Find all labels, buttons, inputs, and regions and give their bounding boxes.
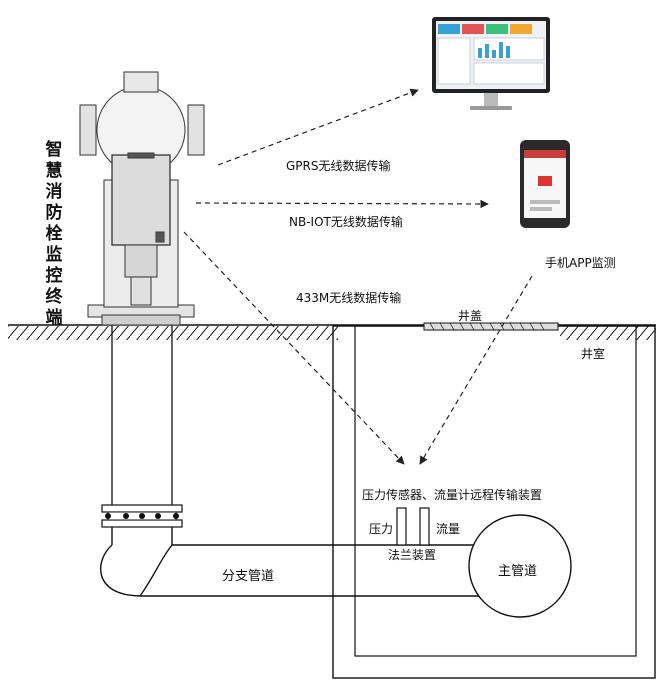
flange-device — [396, 507, 430, 546]
gprs-arrow — [217, 88, 419, 166]
nbiot-arrow — [195, 199, 489, 209]
m433-arrow — [183, 231, 405, 465]
pressure-label: 压力 — [369, 522, 394, 536]
main-pipe — [468, 514, 572, 618]
transmission-arrows — [183, 88, 533, 465]
ground-surface — [8, 324, 656, 340]
phone-label: 手机APP监测 — [545, 256, 616, 270]
phone-arrow — [419, 275, 533, 465]
monitor-device — [432, 17, 550, 110]
m433-label: 433M无线数据传输 — [296, 291, 402, 305]
branch-pipe-label: 分支管道 — [222, 569, 275, 584]
well-room-label: 井室 — [581, 347, 606, 361]
hydrant-title: 智慧消防栓监控终端 — [45, 140, 63, 328]
riser-flange — [101, 504, 183, 528]
flange-label: 法兰装置 — [388, 548, 437, 562]
nbiot-label: NB-IOT无线数据传输 — [289, 215, 403, 229]
device-label: 压力传感器、流量计远程传输装置 — [362, 488, 543, 502]
main-pipe-label: 主管道 — [498, 564, 538, 579]
gprs-label: GPRS无线数据传输 — [286, 159, 391, 173]
flow-label: 流量 — [436, 522, 461, 536]
well-cover — [423, 322, 559, 331]
fire-hydrant — [79, 71, 205, 326]
hydrant-riser-pipe — [111, 325, 173, 505]
phone-device — [520, 140, 570, 228]
well-cover-label: 井盖 — [458, 309, 483, 323]
